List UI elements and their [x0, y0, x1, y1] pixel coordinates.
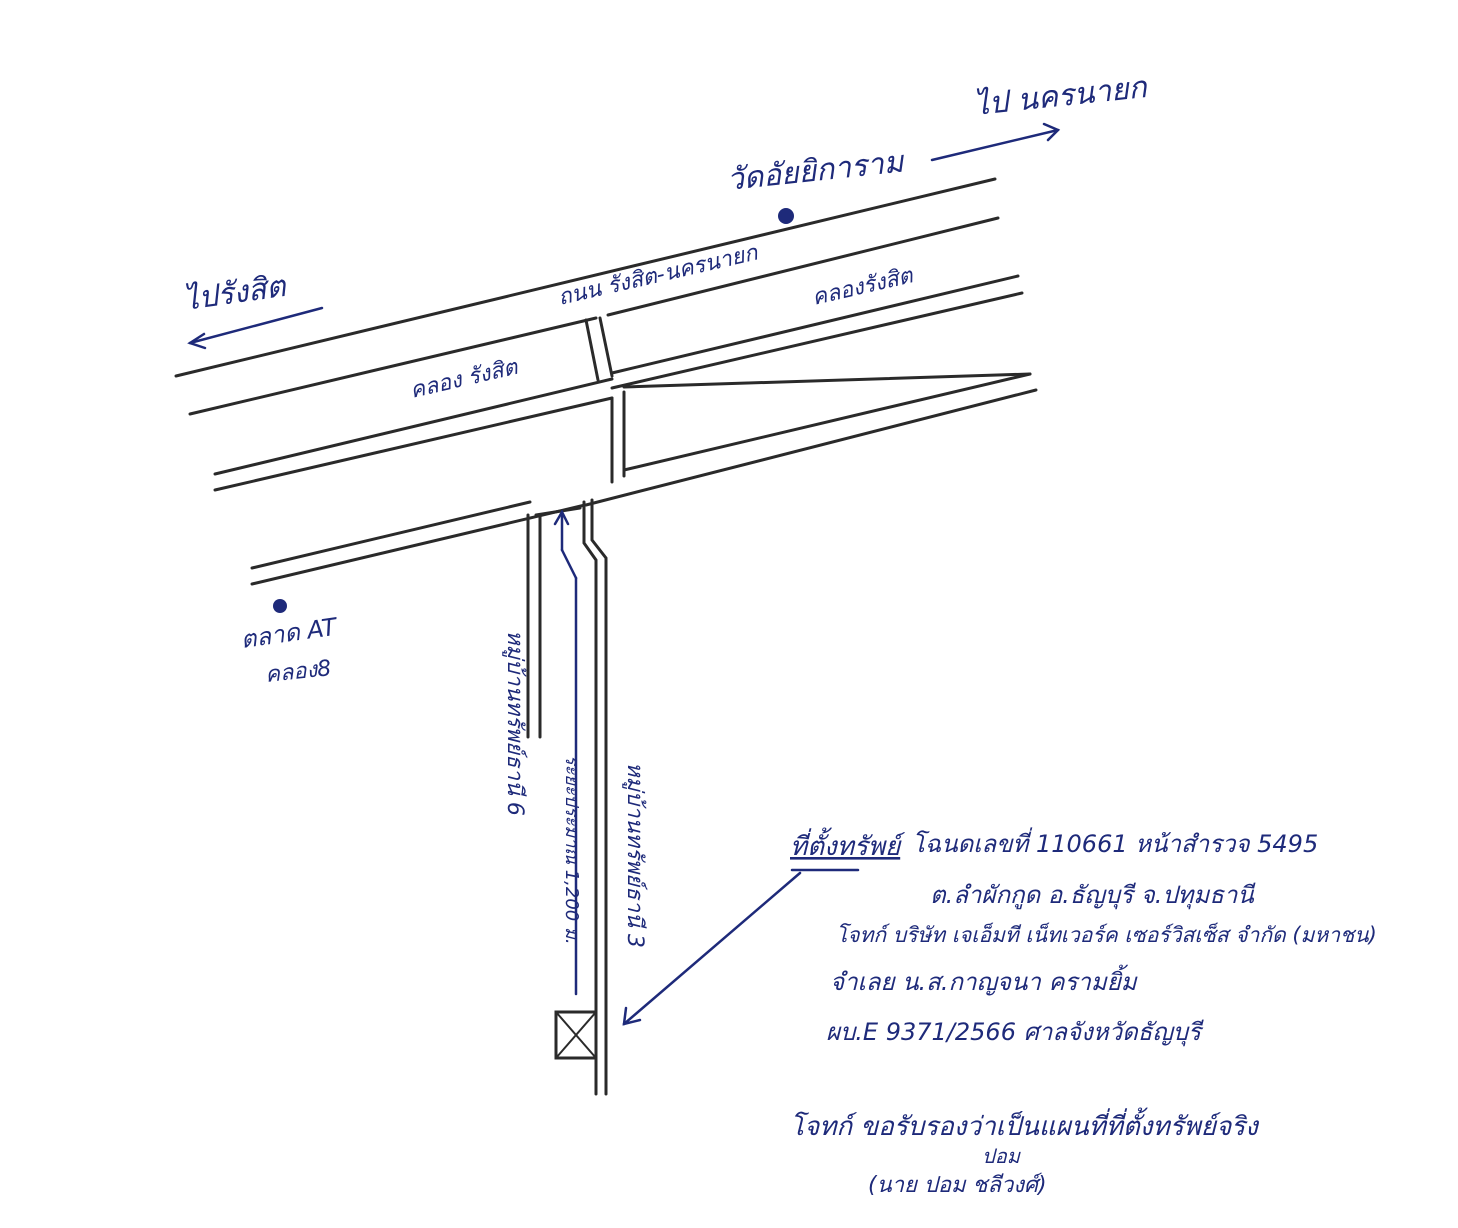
property-line-4: จำเลย น.ส.กาญจนา ครามยิ้ม — [830, 964, 1138, 996]
property-line-3: โจทก์ บริษัท เจเอ็มที เน็ทเวอร์ค เซอร์วิ… — [836, 922, 1377, 947]
signature: ปอม — [982, 1144, 1022, 1168]
property-line-5: ผบ.E 9371/2566 ศาลจังหวัดธัญบุรี — [826, 1018, 1204, 1047]
label-to-nakhon-nayok: ไป นครนายก — [972, 70, 1150, 123]
bridge-crossing — [584, 316, 626, 484]
label-property: ที่ตั้งทรัพย์ — [790, 827, 905, 862]
arrow-to-nakhon-nayok — [930, 122, 1061, 162]
market-marker — [273, 599, 287, 613]
label-market-sub: คลอง8 — [264, 656, 332, 688]
certify-text: โจทก์ ขอรับรองว่าเป็นแผนที่ที่ตั้งทรัพย์… — [790, 1107, 1260, 1142]
arrow-to-rangsit — [187, 306, 324, 350]
label-distance: ระยะประมาณ 1,200 ม. — [561, 755, 582, 945]
main-road-lines — [174, 177, 1038, 586]
property-box — [554, 1010, 598, 1060]
signature-name: (นาย ปอม ชลีวงศ์) — [868, 1172, 1047, 1198]
label-village-3: หมู่บ้านทรัพย์ธานี 3 — [622, 762, 648, 948]
property-line-2: ต.ลำผักกูด อ.ธัญบุรี จ.ปทุมธานี — [930, 881, 1256, 910]
property-pointer — [622, 868, 860, 1026]
label-village-6: หมู่บ้านทรัพย์ธานี 6 — [502, 630, 528, 816]
label-canal-left: คลอง รังสิต — [408, 354, 522, 403]
label-to-rangsit: ไปรังสิต — [181, 269, 289, 318]
temple-marker — [778, 208, 794, 224]
distance-arrow — [553, 509, 578, 996]
label-temple: วัดอัยยิการาม — [725, 144, 907, 198]
label-market: ตลาด AT — [239, 612, 341, 653]
label-main-road: ถนน รังสิต-นครนายก — [556, 240, 762, 311]
property-line-1: โฉนดเลขที่ 110661 หน้าสำรวจ 5495 — [912, 827, 1318, 858]
soi-roads — [526, 498, 608, 1096]
